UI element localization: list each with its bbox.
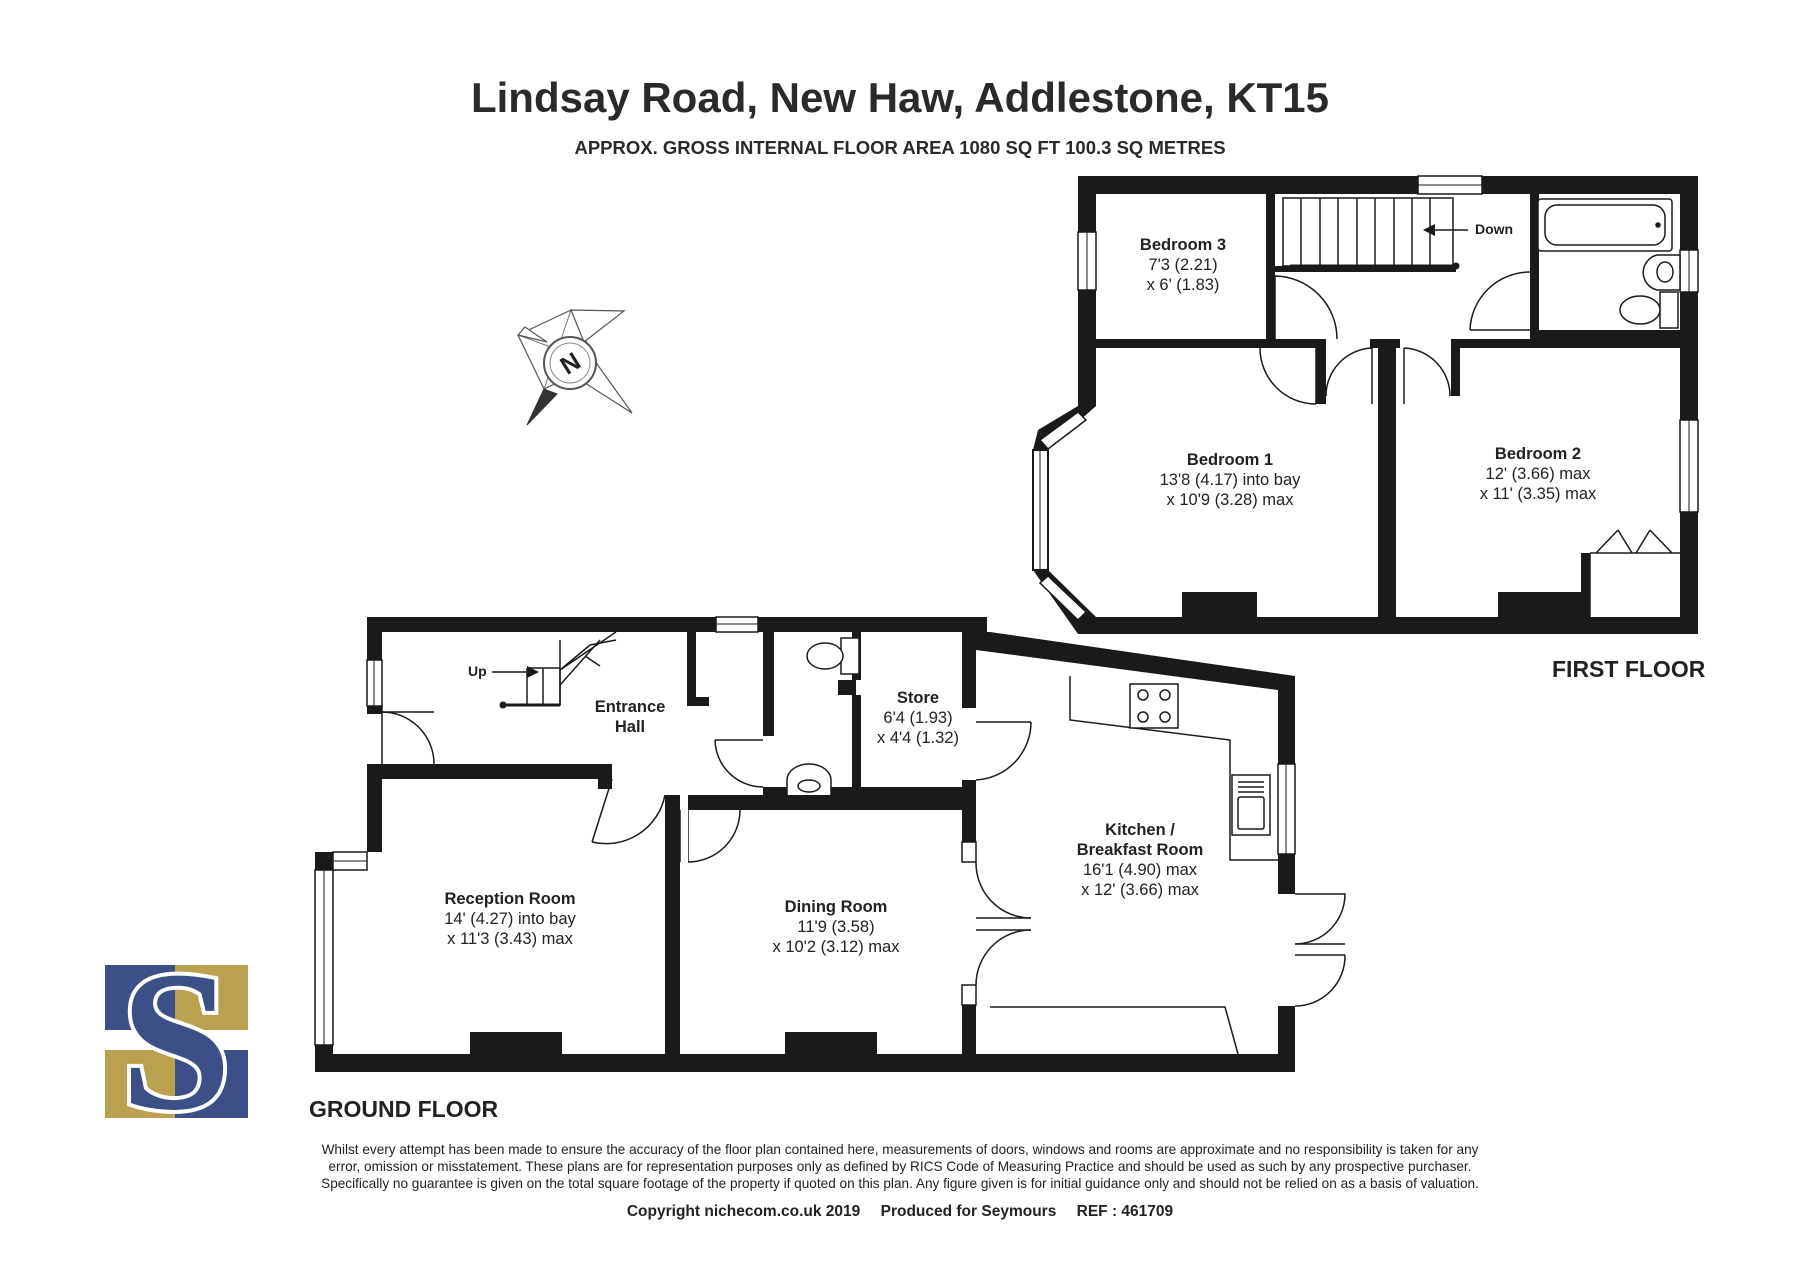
room-kitchen-breakfast: Kitchen / Breakfast Room 16'1 (4.90) max…	[1040, 820, 1240, 900]
disclaimer: Whilst every attempt has been made to en…	[250, 1141, 1550, 1192]
room-name-line-2: Breakfast Room	[1076, 841, 1204, 859]
plan-title: Lindsay Road, New Haw, Addlestone, KT15	[470, 74, 1330, 121]
footer: Copyright nichecom.co.uk 2019 Produced f…	[0, 1203, 1800, 1221]
toilet-icon	[806, 637, 860, 675]
room-dim: 13'8 (4.17) into bay	[1159, 471, 1301, 489]
room-dining: Dining Room 11'9 (3.58) x 10'2 (3.12) ma…	[736, 897, 936, 957]
bath-icon	[1537, 198, 1673, 252]
basin-icon	[1642, 254, 1681, 291]
room-name: Bedroom 3	[1139, 236, 1227, 254]
basin-icon	[786, 763, 832, 797]
room-name: Bedroom 1	[1186, 451, 1274, 469]
ground-floor-label: GROUND FLOOR	[309, 1096, 499, 1122]
compass-icon: N	[516, 309, 633, 426]
room-dim: 6'4 (1.93)	[883, 709, 953, 727]
room-dim: 14' (4.27) into bay	[444, 910, 576, 928]
first-floor-plan	[1032, 175, 1699, 634]
room-dim: x 4'4 (1.32)	[876, 729, 960, 747]
toilet-icon	[1619, 291, 1679, 329]
ground-floor-plan	[314, 616, 1346, 1072]
room-dim: x 11' (3.35) max	[1479, 485, 1597, 503]
first-floor-label: FIRST FLOOR	[1552, 656, 1706, 682]
room-name: Entrance	[594, 698, 666, 716]
logo-letter: S	[120, 931, 231, 1152]
room-dim: x 10'9 (3.28) max	[1166, 491, 1294, 509]
room-dim: 16'1 (4.90) max	[1082, 861, 1198, 879]
room-dim: x 12' (3.66) max	[1081, 881, 1199, 899]
room-dim: x 10'2 (3.12) max	[772, 938, 900, 956]
room-bedroom-3: Bedroom 3 7'3 (2.21) x 6' (1.83)	[1108, 235, 1258, 295]
room-store: Store 6'4 (1.93) x 4'4 (1.32)	[858, 688, 978, 748]
room-name: Store	[896, 689, 940, 707]
disclaimer-line: Whilst every attempt has been made to en…	[321, 1142, 1479, 1157]
room-bedroom-2: Bedroom 2 12' (3.66) max x 11' (3.35) ma…	[1438, 444, 1638, 504]
room-dim: x 11'3 (3.43) max	[447, 930, 573, 948]
room-name-line-2: Hall	[614, 718, 646, 736]
produced-for: Produced for Seymours	[880, 1203, 1057, 1220]
hob-icon	[1129, 683, 1179, 729]
room-name: Dining Room	[784, 898, 888, 916]
stairs-down-label: Down	[1475, 221, 1514, 237]
room-dim: x 6' (1.83)	[1146, 276, 1220, 294]
room-dim: 12' (3.66) max	[1485, 465, 1591, 483]
room-entrance-hall: Entrance Hall	[570, 697, 690, 737]
floor-area-subtitle: APPROX. GROSS INTERNAL FLOOR AREA 1080 S…	[574, 137, 1226, 158]
room-name: Reception Room	[444, 890, 576, 908]
room-name: Bedroom 2	[1494, 445, 1582, 463]
room-name: Kitchen /	[1105, 821, 1175, 839]
room-reception: Reception Room 14' (4.27) into bay x 11'…	[400, 889, 620, 949]
sink-icon	[1231, 774, 1271, 836]
room-dim: 7'3 (2.21)	[1148, 256, 1218, 274]
disclaimer-line: Specifically no guarantee is given on th…	[321, 1176, 1479, 1191]
disclaimer-line: error, omission or misstatement. These p…	[328, 1159, 1472, 1174]
stairs-up-label: Up	[468, 663, 487, 679]
copyright: Copyright nichecom.co.uk 2019	[626, 1203, 861, 1220]
reference: REF : 461709	[1076, 1203, 1174, 1220]
room-dim: 11'9 (3.58)	[797, 918, 875, 936]
room-bedroom-1: Bedroom 1 13'8 (4.17) into bay x 10'9 (3…	[1120, 450, 1340, 510]
seymours-logo: S	[105, 927, 248, 1156]
